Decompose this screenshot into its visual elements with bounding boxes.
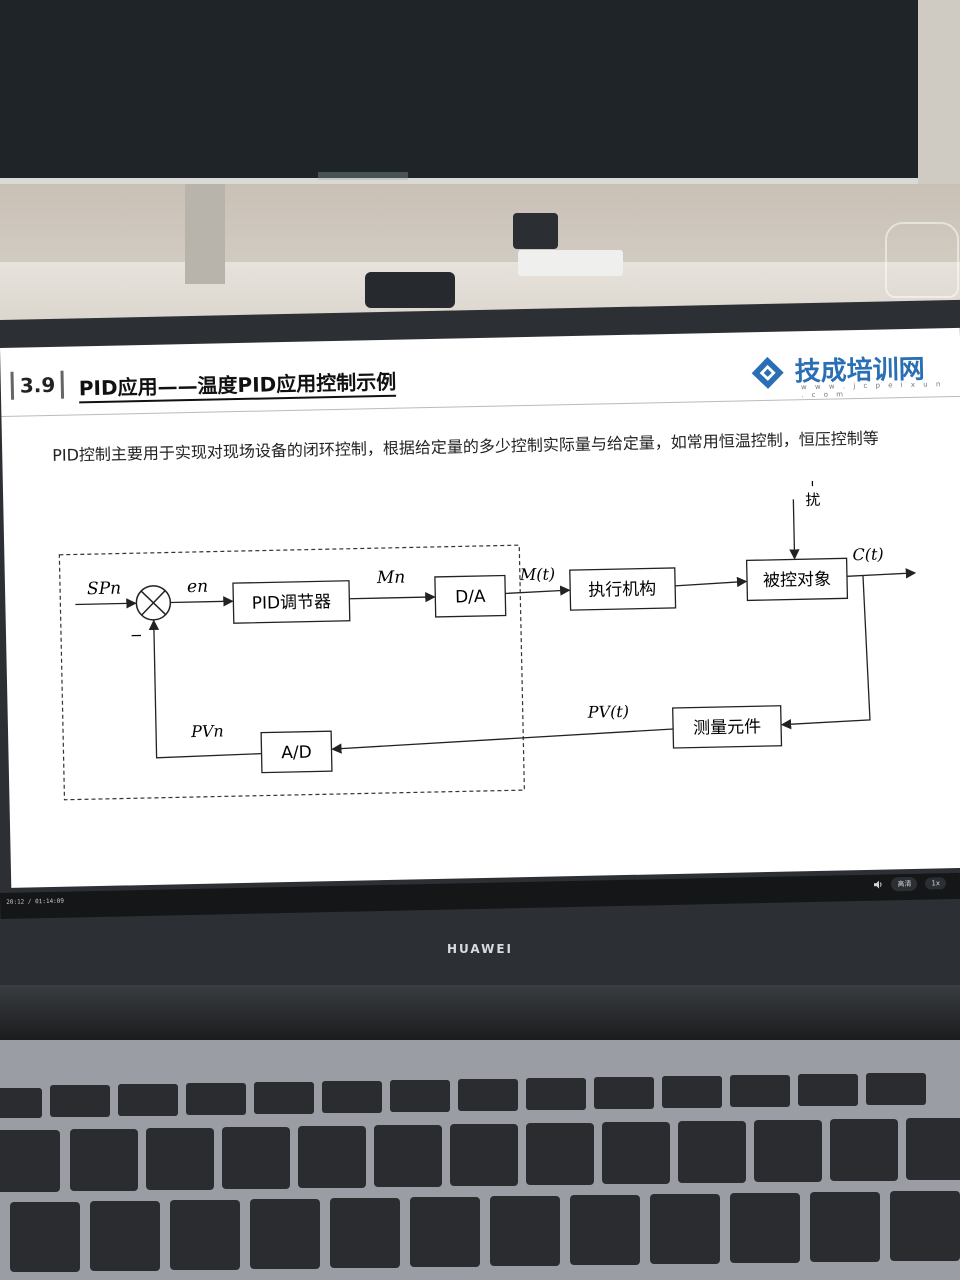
power-strip <box>518 250 623 276</box>
slide-header: 3.9 PID应用——温度PID应用控制示例 技成培训网 w w w . j c… <box>0 346 960 426</box>
sp-line <box>75 598 137 609</box>
glass-jar <box>885 222 959 298</box>
charger <box>513 213 558 249</box>
laptop-keyboard <box>0 1040 960 1280</box>
quality-button[interactable]: 高清 <box>891 876 918 892</box>
disturbance-line <box>789 499 800 560</box>
label-pvn: PVn <box>190 721 224 741</box>
pid-block-label: PID调节器 <box>252 592 332 614</box>
label-disturbance-2: 扰 <box>805 491 820 509</box>
player-controls: 高清 1x <box>873 876 947 892</box>
da-block-label: D/A <box>455 587 486 608</box>
actuator-block-label: 执行机构 <box>588 579 656 600</box>
label-en: en <box>187 577 208 597</box>
laptop-screen: 3.9 PID应用——温度PID应用控制示例 技成培训网 w w w . j c… <box>0 327 960 888</box>
label-disturbance-1: 干 <box>805 478 820 489</box>
feedback-to-sensor <box>780 574 871 730</box>
speed-button[interactable]: 1x <box>925 877 947 890</box>
playback-time: 20:12 / 01:14:09 <box>6 897 65 906</box>
error-line <box>170 596 234 607</box>
output-line <box>846 568 917 579</box>
video-player-bar: 20:12 / 01:14:09 高清 1x <box>0 872 960 919</box>
pvn-feedback-line <box>148 619 262 759</box>
mt-line <box>505 585 571 596</box>
router-device <box>365 272 455 308</box>
label-ct: C(t) <box>852 545 884 565</box>
diamond-logo-icon <box>751 356 784 389</box>
brand-logo: 技成培训网 w w w . j c p e i x u n . c o m <box>742 346 953 400</box>
speaker-icon[interactable] <box>873 879 883 889</box>
summing-junction <box>135 585 172 621</box>
label-minus: − <box>130 626 143 644</box>
sensor-block-label: 测量元件 <box>693 717 761 738</box>
mn-line <box>349 591 436 603</box>
pvt-line <box>331 728 674 754</box>
controller-boundary <box>58 544 525 801</box>
monitor-stand <box>185 184 225 284</box>
pid-block-diagram: PID调节器 D/A 执行机构 被控对象 测量元件 A/D SPn en Mn … <box>58 478 917 801</box>
laptop-brand: HUAWEI <box>446 942 514 956</box>
ad-block-label: A/D <box>281 743 312 764</box>
label-mt: M(t) <box>519 564 556 584</box>
actuation-line <box>675 576 748 588</box>
background-monitor <box>0 0 918 184</box>
monitor-light <box>318 172 408 180</box>
label-sp: SPn <box>87 579 121 600</box>
laptop-hinge <box>0 985 960 1040</box>
plant-block-label: 被控对象 <box>763 570 831 591</box>
label-mn: Mn <box>376 568 406 589</box>
label-pvt: PV(t) <box>587 702 630 722</box>
slide-paragraph: PID控制主要用于实现对现场设备的闭环控制，根据给定量的多少控制实际量与给定量，… <box>52 428 879 465</box>
section-number: 3.9 <box>10 370 65 400</box>
slide-title: PID应用——温度PID应用控制示例 <box>78 365 397 404</box>
